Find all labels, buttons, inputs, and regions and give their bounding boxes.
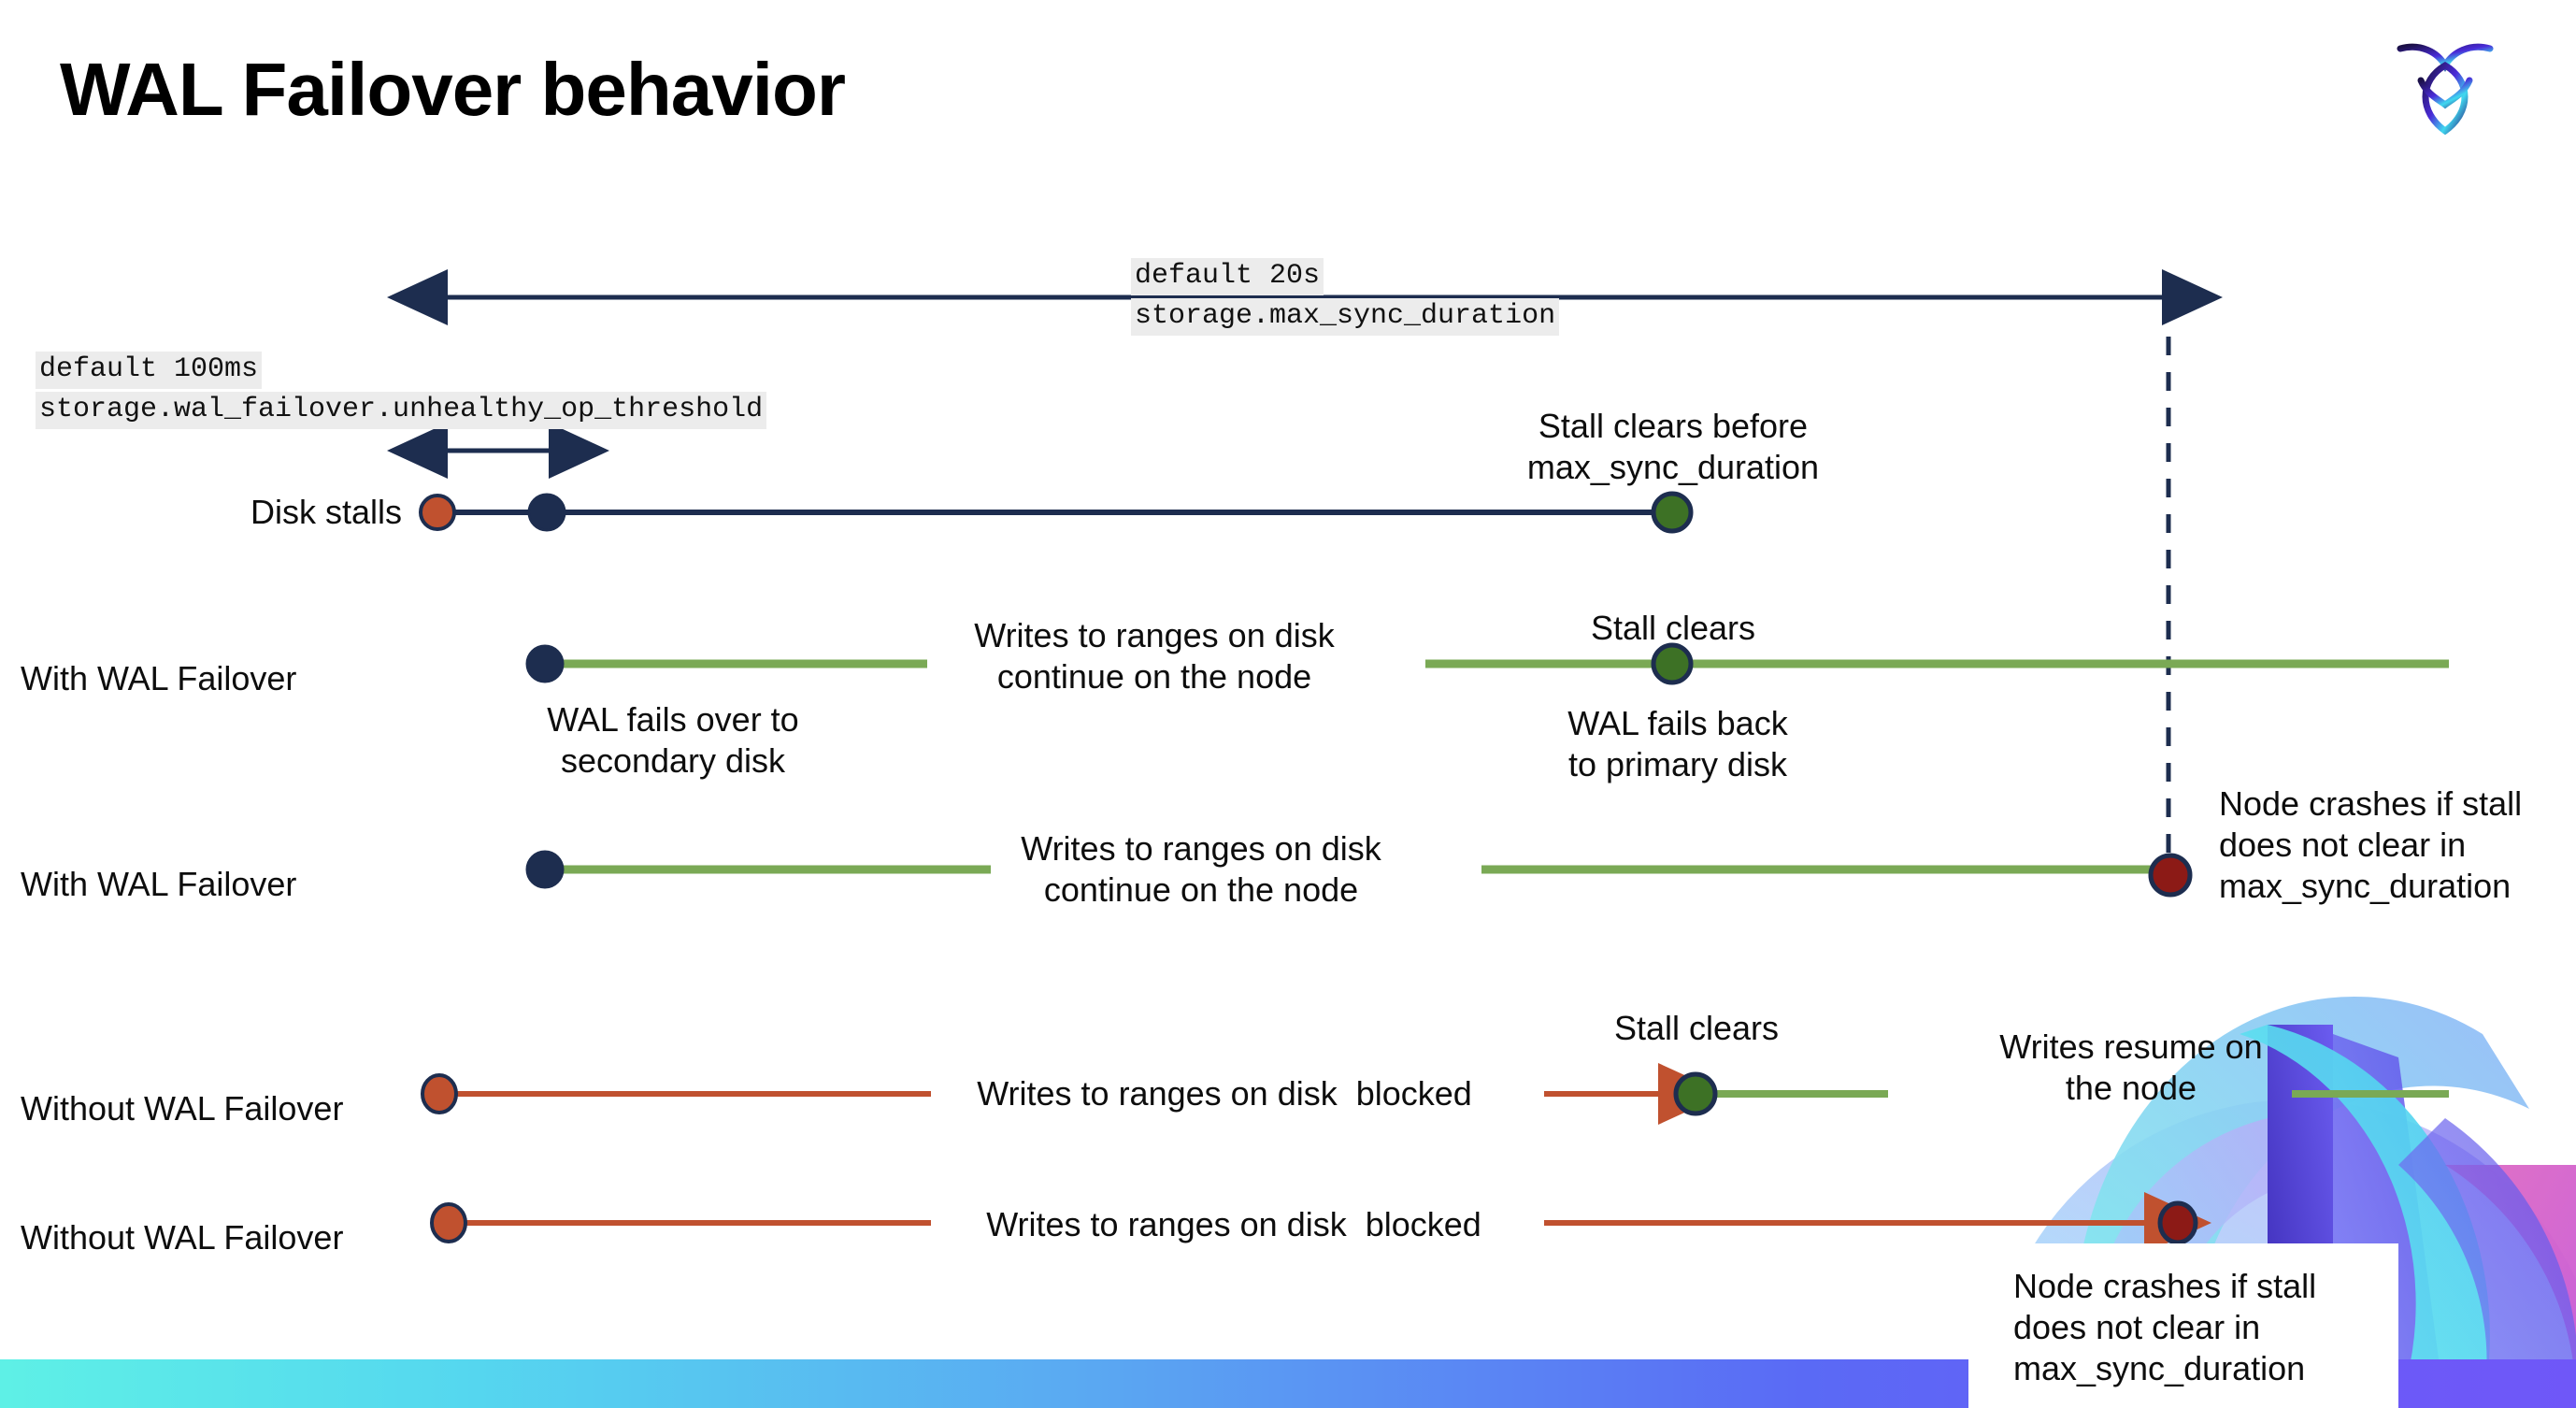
cockroach-labs-logo-icon: [2389, 32, 2501, 136]
note-writes-blocked-2: Writes to ranges on disk blocked: [986, 1205, 1481, 1243]
row-with-wal-failover-2-track: [525, 850, 2193, 898]
note-writes-continue-1: Writes to ranges on disk continue on the…: [974, 616, 1335, 696]
unhealthy-setting-chip: storage.wal_failover.unhealthy_op_thresh…: [36, 392, 767, 429]
note-node-crashes-1: Node crashes if stall does not clear in …: [2219, 784, 2523, 905]
row-label-with-wal-failover-1: With WAL Failover: [21, 659, 297, 697]
row-label-without-wal-failover-1: Without WAL Failover: [21, 1089, 344, 1128]
note-node-crashes-2: Node crashes if stall does not clear in …: [2013, 1267, 2317, 1387]
max-sync-setting-chip: storage.max_sync_duration: [1131, 298, 1560, 336]
row-label-disk-stalls: Disk stalls: [250, 493, 402, 531]
row-label-with-wal-failover-2: With WAL Failover: [21, 865, 297, 903]
row-label-without-wal-failover-2: Without WAL Failover: [21, 1218, 344, 1257]
row-without-wal-failover-1-track: [421, 1063, 2449, 1125]
note-stall-clears-2: Stall clears: [1613, 1009, 1780, 1047]
note-writes-blocked-1: Writes to ranges on disk blocked: [977, 1074, 1472, 1113]
row-with-wal-failover-1-track: [525, 642, 2449, 685]
note-writes-resume: Writes resume on the node: [1999, 1027, 2263, 1107]
note-stall-clears-before-max-sync: Stall clears before max_sync_duration: [1526, 407, 1820, 486]
row-disk-stalls-track: [419, 491, 1694, 534]
note-writes-continue-2: Writes to ranges on disk continue on the…: [1021, 829, 1381, 909]
row-without-wal-failover-2-track: [430, 1192, 2211, 1254]
note-stall-clears-1: Stall clears: [1590, 609, 1756, 647]
note-wal-fails-over: WAL fails over to secondary disk: [547, 700, 799, 780]
unhealthy-default-chip: default 100ms: [36, 352, 263, 389]
max-sync-default-chip: default 20s: [1131, 258, 1324, 295]
callout-box: [1968, 1243, 2398, 1408]
page-title: WAL Failover behavior: [60, 48, 846, 131]
note-wal-fails-back: WAL fails back to primary disk: [1567, 704, 1788, 783]
